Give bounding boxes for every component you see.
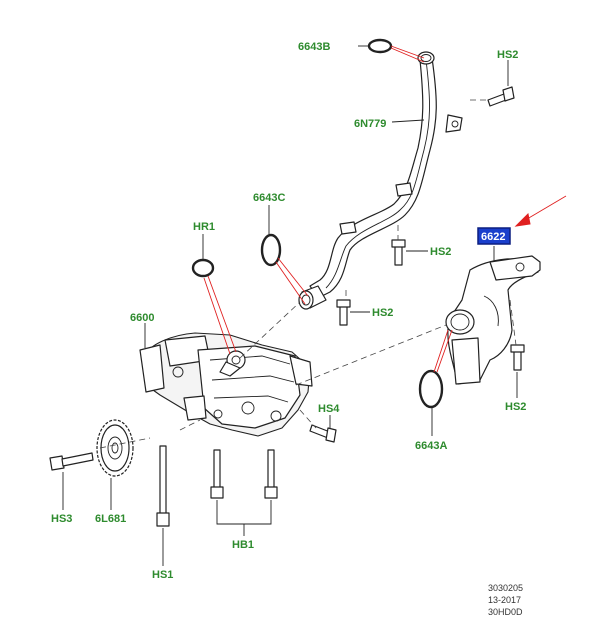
label-6643c: 6643C <box>253 192 285 204</box>
bolt-hs2-mid <box>391 239 406 266</box>
reference-line-1: 3030205 <box>488 583 523 593</box>
label-hs2-top: HS2 <box>497 49 518 61</box>
sprocket-6l681 <box>96 419 134 477</box>
highlight-arrow <box>514 195 567 227</box>
label-hs3: HS3 <box>51 513 72 525</box>
bolt-hs4 <box>309 424 337 443</box>
label-6643b: 6643B <box>298 41 330 53</box>
bolt-hs2-top <box>487 86 515 107</box>
label-6600: 6600 <box>130 312 154 324</box>
reference-line-2: 13-2017 <box>488 595 521 605</box>
bolt-hs2-low <box>336 299 351 326</box>
o-ring-6643b <box>367 38 393 54</box>
reference-line-3: 30HD0D <box>488 607 523 617</box>
label-6622: 6622 <box>481 231 505 243</box>
oil-pump-6600 <box>139 332 313 437</box>
bolt-hb1-left <box>210 449 224 499</box>
seal-leader-lines <box>203 45 453 373</box>
bolt-hs3 <box>49 452 94 471</box>
label-hs1: HS1 <box>152 569 173 581</box>
label-hs4: HS4 <box>318 403 340 415</box>
callout-leader-lines <box>62 45 518 566</box>
label-hr1: HR1 <box>193 221 215 233</box>
o-ring-6643c <box>260 233 282 267</box>
bolt-hs1 <box>156 445 170 527</box>
callout-labels: 6643B 6N779 HS2 6643C HR1 6622 HS2 HS2 6… <box>51 41 526 581</box>
bolt-hb1-right <box>264 449 278 499</box>
tube-end-fitting <box>298 285 327 310</box>
highlight-box-6622 <box>477 227 511 245</box>
label-hb1: HB1 <box>232 539 254 551</box>
label-hs2-mid: HS2 <box>430 246 451 258</box>
breather-tube-6n779 <box>309 51 463 299</box>
label-6n779: 6N779 <box>354 118 386 130</box>
reference-code: 3030205 13-2017 30HD0D <box>488 583 523 617</box>
bolt-hs2-right <box>510 344 525 371</box>
label-hs2-low: HS2 <box>372 307 393 319</box>
outlet-housing-6622 <box>445 255 541 385</box>
label-6l681: 6L681 <box>95 513 126 525</box>
label-hs2-right: HS2 <box>505 401 526 413</box>
label-6643a: 6643A <box>415 440 447 452</box>
o-ring-6643a <box>418 369 444 409</box>
o-ring-hr1 <box>191 258 215 278</box>
assembly-centerlines <box>99 99 517 449</box>
